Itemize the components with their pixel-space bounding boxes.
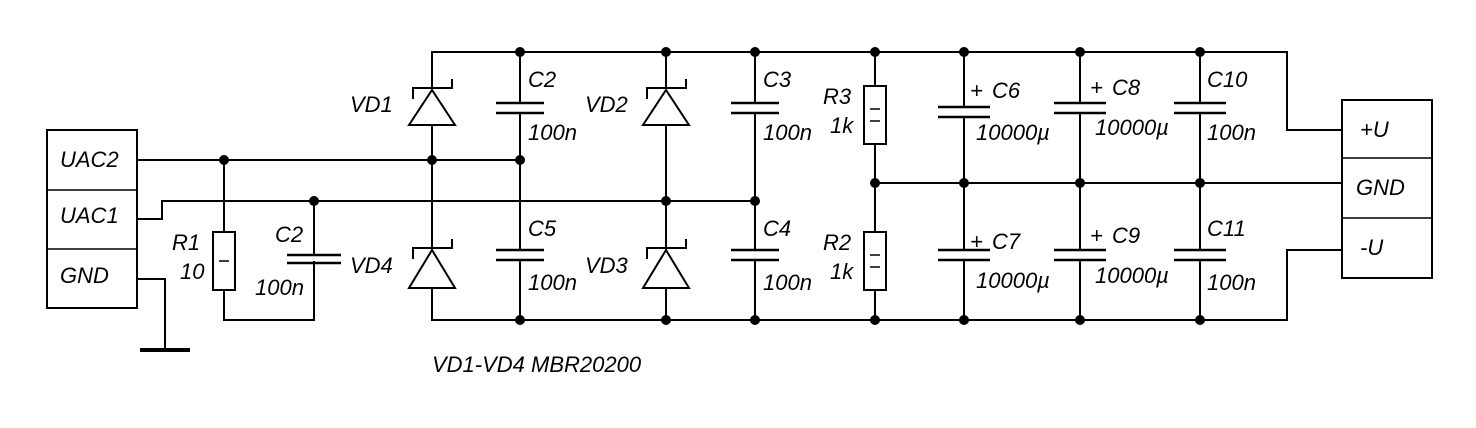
pin-minus-u-label: -U [1360, 235, 1383, 260]
pin-plus-u-label: +U [1360, 117, 1389, 142]
pin-gnd-out-label: GND [1356, 175, 1405, 200]
input-connector: UAC2 UAC1 GND [46, 129, 138, 309]
capacitor-c8: + C8 10000µ [1054, 51, 1169, 251]
c7-ref: C7 [992, 229, 1021, 254]
capacitor-c3: C3 100n [731, 51, 812, 202]
capacitor-c9: + C9 10000µ [1054, 223, 1169, 321]
r2-ref: R2 [823, 230, 851, 255]
r1-ref: R1 [172, 230, 200, 255]
pin-uac2-label: UAC2 [60, 147, 119, 172]
resistor-r1: R1 10 [172, 159, 315, 321]
c7-value: 10000µ [976, 268, 1050, 293]
capacitor-c5: C5 100n [496, 159, 577, 321]
c2-input-value: 100n [255, 275, 304, 300]
c9-ref: C9 [1112, 223, 1140, 248]
c5-ref: C5 [528, 216, 557, 241]
c6-plus: + [970, 78, 983, 103]
r3-ref: R3 [823, 84, 852, 109]
vd3-label: VD3 [585, 253, 629, 278]
c4-ref: C4 [763, 216, 791, 241]
input-wires [136, 159, 756, 220]
c4-value: 100n [763, 270, 812, 295]
junction-dots [219, 47, 1205, 325]
ground-symbol [136, 278, 190, 352]
diode-vd2: VD2 [585, 51, 691, 289]
capacitor-c2: C2 100n [496, 51, 577, 161]
rails [431, 51, 1343, 321]
pin-gnd-label: GND [60, 263, 109, 288]
output-connector: +U GND -U [1341, 99, 1433, 279]
c7-plus: + [970, 229, 983, 254]
c3-ref: C3 [763, 67, 792, 92]
capacitor-c6: + C6 10000µ [938, 51, 1050, 251]
r1-value: 10 [180, 259, 205, 284]
resistor-r2: R2 1k [823, 230, 887, 321]
c5-value: 100n [528, 270, 577, 295]
diode-vd4: VD4 [350, 239, 457, 321]
diode-vd3: VD3 [585, 239, 691, 321]
pin-uac1-label: UAC1 [60, 203, 119, 228]
r3-value: 1k [830, 113, 854, 138]
c8-value: 10000µ [1095, 115, 1169, 140]
output-connector-body [1341, 99, 1433, 279]
c10-value: 100n [1207, 120, 1256, 145]
c10-ref: C10 [1207, 67, 1248, 92]
capacitor-c2-input: C2 100n [255, 200, 341, 300]
c2-value: 100n [528, 120, 577, 145]
c2-input-ref: C2 [275, 222, 303, 247]
capacitor-c11: C11 100n [1174, 216, 1256, 321]
vd1-label: VD1 [350, 92, 393, 117]
resistor-r3: R3 1k [823, 51, 887, 233]
capacitor-c7: + C7 10000µ [938, 229, 1050, 321]
c9-plus: + [1090, 223, 1103, 248]
c6-value: 10000µ [976, 120, 1050, 145]
r2-value: 1k [830, 259, 854, 284]
c8-ref: C8 [1112, 75, 1141, 100]
vd2-label: VD2 [585, 92, 628, 117]
c11-ref: C11 [1207, 216, 1246, 241]
c2-ref: C2 [528, 67, 556, 92]
c9-value: 10000µ [1095, 263, 1169, 288]
vd4-label: VD4 [350, 253, 393, 278]
c3-value: 100n [763, 120, 812, 145]
diode-part-note: VD1-VD4 MBR20200 [432, 352, 642, 377]
c8-plus: + [1090, 75, 1103, 100]
c6-ref: C6 [992, 78, 1021, 103]
capacitor-c4: C4 100n [731, 200, 812, 321]
c11-value: 100n [1207, 270, 1256, 295]
